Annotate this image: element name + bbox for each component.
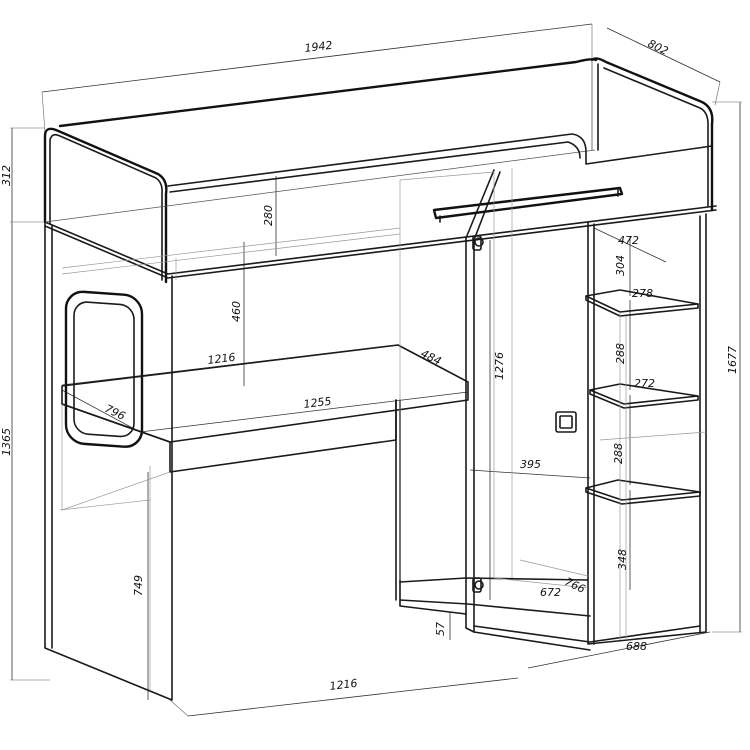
dim-lower-clearance: 460 xyxy=(230,301,243,322)
dim-wardrobe-depth: 395 xyxy=(520,458,541,471)
porthole-window xyxy=(64,290,144,448)
dim-plinth: 57 xyxy=(434,622,447,636)
desk xyxy=(59,344,469,690)
dim-wardrobe-width: 688 xyxy=(626,640,647,653)
dim-wardrobe-base: 672 xyxy=(540,586,561,599)
dim-shelf-spacing-1: 304 xyxy=(614,255,627,276)
dim-shelf-spacing-4: 348 xyxy=(616,549,629,570)
dim-shelf-1: 278 xyxy=(632,287,653,300)
dim-overall-length: 1942 xyxy=(304,39,333,55)
dim-shelf-spacing-3: 288 xyxy=(612,443,625,464)
bed-frame xyxy=(43,57,717,701)
dim-total-height-left: 1365 xyxy=(0,428,13,456)
dim-door-height: 1276 xyxy=(493,352,506,380)
dim-desk-length: 1216 xyxy=(207,351,236,367)
dim-overall-depth: 802 xyxy=(646,37,671,58)
dim-bottom-length: 1216 xyxy=(329,677,358,693)
dim-guard-height: 312 xyxy=(0,165,13,186)
dim-total-height-right: 1677 xyxy=(726,346,739,374)
dim-desk-width: 1255 xyxy=(303,395,332,411)
dimension-labels: 1942 802 312 280 460 1216 484 1255 796 1… xyxy=(0,37,739,693)
dim-shelf-2: 272 xyxy=(634,377,655,390)
dimension-lines xyxy=(10,23,742,717)
dim-shelf-top-depth: 472 xyxy=(618,234,639,247)
dim-desk-depth: 484 xyxy=(419,347,444,368)
wardrobe xyxy=(399,168,707,651)
dim-wardrobe-base-diag: 766 xyxy=(563,575,588,596)
dim-desk-height: 749 xyxy=(132,575,145,596)
dim-shelf-spacing-2: 288 xyxy=(614,343,627,364)
dim-upper-rail: 280 xyxy=(262,205,275,226)
